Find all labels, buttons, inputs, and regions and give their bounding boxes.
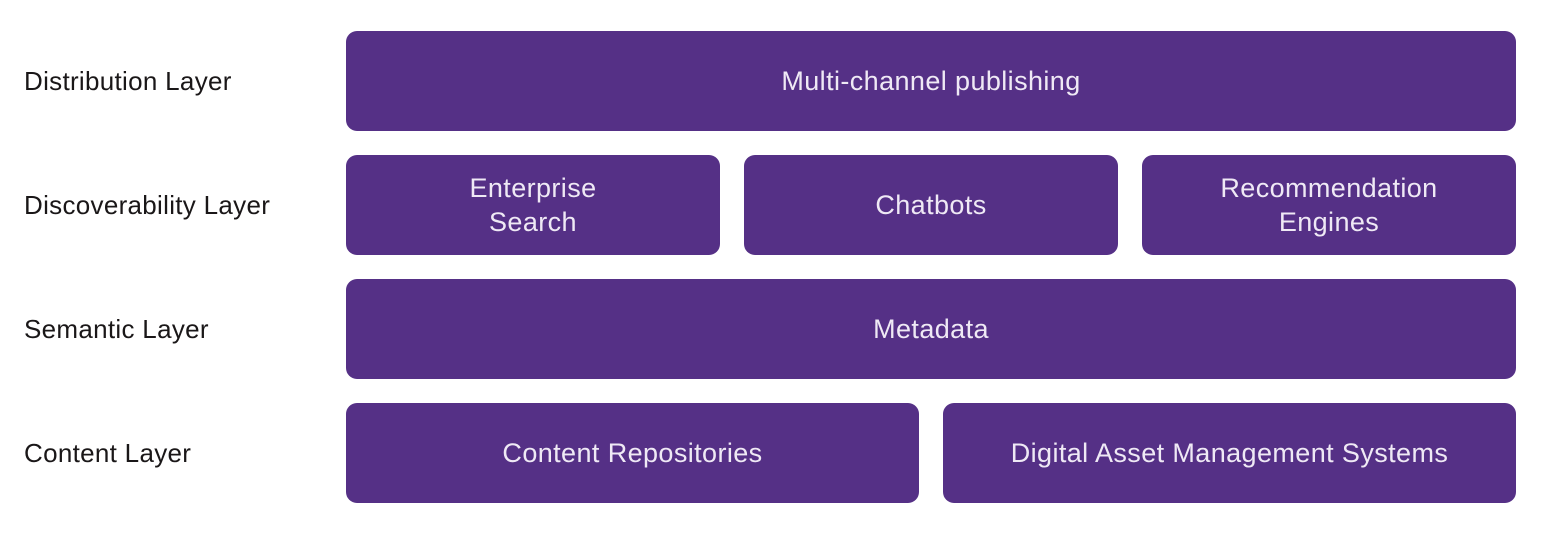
box-content-repositories: Content Repositories [346,403,919,503]
content-layer-content: Content Repositories Digital Asset Manag… [346,403,1516,503]
distribution-layer-content: Multi-channel publishing [346,31,1516,131]
semantic-layer-label: Semantic Layer [24,313,209,344]
semantic-layer-content: Metadata [346,279,1516,379]
discoverability-layer-content: Enterprise Search Chatbots Recommendatio… [346,155,1516,255]
box-chatbots: Chatbots [744,155,1118,255]
distribution-layer-row: Distribution Layer Multi-channel publish… [0,31,1542,131]
box-enterprise-search: Enterprise Search [346,155,720,255]
discoverability-layer-row: Discoverability Layer Enterprise Search … [0,155,1542,255]
distribution-layer-label: Distribution Layer [24,65,232,96]
box-recommendation-engines: Recommendation Engines [1142,155,1516,255]
content-layer-row: Content Layer Content Repositories Digit… [0,403,1542,503]
discoverability-layer-label: Discoverability Layer [24,189,271,220]
box-metadata: Metadata [346,279,1516,379]
box-digital-asset-management-systems: Digital Asset Management Systems [943,403,1516,503]
box-multi-channel-publishing: Multi-channel publishing [346,31,1516,131]
semantic-layer-row: Semantic Layer Metadata [0,279,1542,379]
content-layer-label: Content Layer [24,437,192,468]
